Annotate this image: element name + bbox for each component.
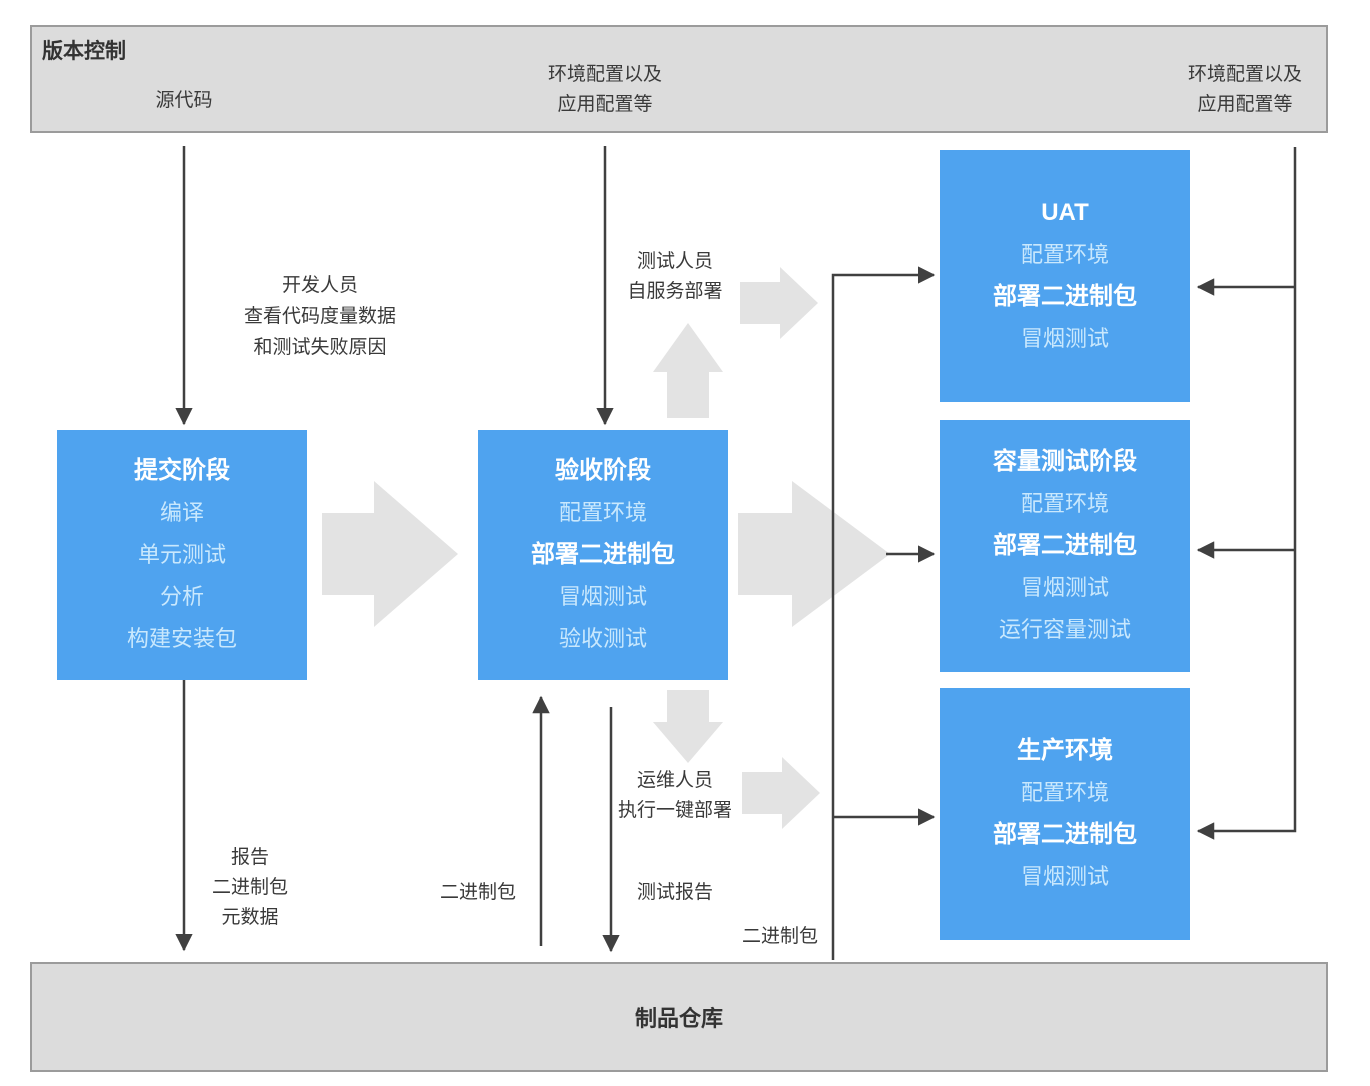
line-trunk-right-to-production <box>1196 147 1297 840</box>
stage-uat-step: 冒烟测试 <box>1020 326 1109 351</box>
block-arrow-acceptance-to-right <box>738 481 890 627</box>
stage-uat: UAT 配置环境 部署二进制包 冒烟测试 <box>940 150 1190 402</box>
stage-acceptance: 验收阶段 配置环境 部署二进制包 冒烟测试 验收测试 <box>478 430 728 680</box>
stage-commit-step: 编译 <box>159 500 204 525</box>
stage-uat-step: 部署二进制包 <box>993 283 1137 310</box>
stage-production-step: 部署二进制包 <box>993 821 1137 848</box>
stage-commit-step: 构建安装包 <box>126 626 237 651</box>
stage-capacity-title: 容量测试阶段 <box>993 448 1137 475</box>
stage-acceptance-step: 验收测试 <box>558 626 647 651</box>
stage-production-step: 配置环境 <box>1020 780 1109 805</box>
stage-production-step: 冒烟测试 <box>1020 864 1109 889</box>
stage-capacity-step: 部署二进制包 <box>993 532 1137 559</box>
stage-commit: 提交阶段 编译 单元测试 分析 构建安装包 <box>57 430 307 680</box>
artifact-repository-bar: 制品仓库 <box>30 962 1328 1072</box>
stage-capacity-step: 运行容量测试 <box>998 617 1131 642</box>
stage-acceptance-step: 部署二进制包 <box>531 541 675 568</box>
binary-package-up-label: 二进制包 <box>439 882 517 903</box>
test-report-label: 测试报告 <box>636 882 714 903</box>
stage-acceptance-step: 冒烟测试 <box>558 584 647 609</box>
stage-capacity-step: 配置环境 <box>1020 491 1109 516</box>
stage-uat-title: UAT <box>1041 199 1089 226</box>
block-arrow-ops-right <box>742 757 820 829</box>
stage-commit-step: 分析 <box>159 584 204 609</box>
block-arrow-tester-up <box>653 323 723 418</box>
commit-outputs-label: 报告 二进制包 元数据 <box>211 847 289 928</box>
env-config-mid-label: 环境配置以及 应用配置等 <box>547 64 663 115</box>
version-control-bar: 版本控制 <box>30 25 1328 133</box>
artifact-repository-title: 制品仓库 <box>634 1006 723 1031</box>
binary-package-down-label: 二进制包 <box>741 926 819 947</box>
tester-note-label: 测试人员 自服务部署 <box>627 251 723 302</box>
stage-capacity-test: 容量测试阶段 配置环境 部署二进制包 冒烟测试 运行容量测试 <box>940 420 1190 672</box>
stage-production: 生产环境 配置环境 部署二进制包 冒烟测试 <box>940 688 1190 940</box>
stage-acceptance-step: 配置环境 <box>558 500 647 525</box>
stage-commit-step: 单元测试 <box>137 542 226 567</box>
block-arrow-commit-to-acceptance <box>322 481 458 627</box>
developer-note-label: 开发人员 查看代码度量数据 和测试失败原因 <box>243 275 397 358</box>
stage-commit-title: 提交阶段 <box>134 457 230 484</box>
env-config-right-label: 环境配置以及 应用配置等 <box>1187 64 1303 115</box>
stage-uat-step: 配置环境 <box>1020 242 1109 267</box>
source-code-label: 源代码 <box>155 90 213 111</box>
block-arrow-tester-right <box>740 267 818 339</box>
stage-production-title: 生产环境 <box>1017 737 1113 764</box>
ops-note-label: 运维人员 执行一键部署 <box>617 770 733 821</box>
block-arrow-ops-down <box>653 690 723 763</box>
stage-capacity-step: 冒烟测试 <box>1020 575 1109 600</box>
version-control-title: 版本控制 <box>42 40 126 63</box>
stage-acceptance-title: 验收阶段 <box>555 457 651 484</box>
line-trunk-left-to-uat <box>831 266 936 960</box>
